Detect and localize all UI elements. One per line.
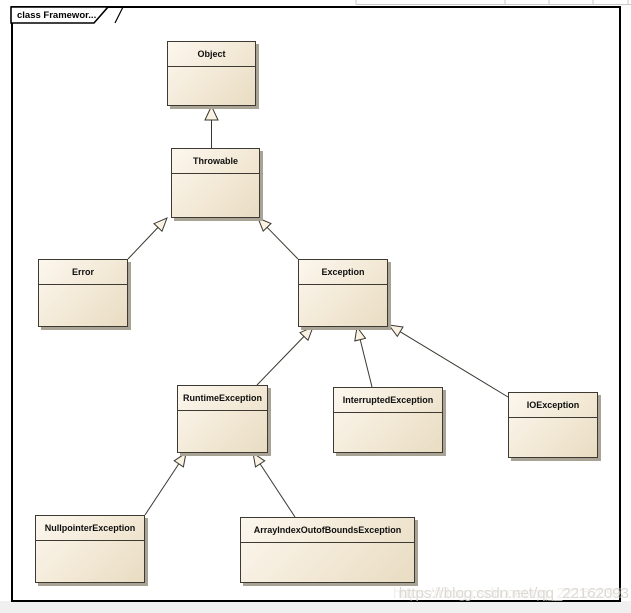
class-box-ioexception[interactable]: IOException [508, 392, 598, 458]
class-name: Object [168, 42, 255, 67]
generalization-throwable-object[interactable] [204, 104, 219, 148]
hollow-triangle-arrowhead [257, 217, 272, 232]
class-name: Exception [299, 260, 387, 285]
hollow-triangle-arrowhead [173, 451, 187, 468]
class-name: Error [39, 260, 127, 285]
class-attributes-compartment [334, 413, 442, 452]
diagram-frame-label: class Framewor... [17, 10, 97, 21]
class-attributes-compartment [39, 285, 127, 326]
class-box-interruptedexception[interactable]: InterruptedException [333, 387, 443, 453]
class-box-runtimeexception[interactable]: RuntimeException [177, 385, 268, 453]
class-name: RuntimeException [178, 386, 267, 411]
generalization-error-throwable[interactable] [127, 217, 168, 260]
hollow-triangle-arrowhead [387, 324, 404, 338]
class-name: InterruptedException [334, 388, 442, 413]
generalization-interruptedexception-exception[interactable] [354, 325, 373, 388]
class-box-nullpointerexception[interactable]: NullpointerException [35, 515, 145, 583]
generalization-runtimeexception-exception[interactable] [256, 326, 314, 386]
diagram-frame-tab[interactable] [10, 6, 124, 24]
class-attributes-compartment [178, 411, 267, 452]
hollow-triangle-arrowhead [354, 325, 367, 342]
generalization-arrayindexoutofboundsexception-runtimeexception[interactable] [252, 451, 296, 518]
class-box-arrayindexoutofboundsexception[interactable]: ArrayIndexOutofBoundsException [240, 517, 415, 583]
generalization-nullpointerexception-runtimeexception[interactable] [144, 451, 187, 516]
class-box-exception[interactable]: Exception [298, 259, 388, 327]
toolbar-remnant-ticks [355, 0, 631, 5]
class-attributes-compartment [168, 67, 255, 105]
generalization-ioexception-exception[interactable] [387, 324, 509, 398]
hollow-triangle-arrowhead [204, 104, 219, 121]
outside-frame-background [0, 601, 631, 613]
class-attributes-compartment [241, 543, 414, 582]
class-attributes-compartment [36, 541, 144, 582]
class-box-throwable[interactable]: Throwable [171, 148, 260, 218]
class-attributes-compartment [299, 285, 387, 326]
class-attributes-compartment [509, 418, 597, 457]
hollow-triangle-arrowhead [252, 451, 266, 468]
class-box-object[interactable]: Object [167, 41, 256, 106]
class-name: ArrayIndexOutofBoundsException [241, 518, 414, 543]
hollow-triangle-arrowhead [153, 217, 168, 233]
class-name: Throwable [172, 149, 259, 174]
hollow-triangle-arrowhead [299, 326, 314, 342]
class-name: IOException [509, 393, 597, 418]
toolbar-remnant [0, 0, 631, 6]
class-name: NullpointerException [36, 516, 144, 541]
class-box-error[interactable]: Error [38, 259, 128, 327]
generalization-exception-throwable[interactable] [257, 217, 299, 260]
class-attributes-compartment [172, 174, 259, 217]
